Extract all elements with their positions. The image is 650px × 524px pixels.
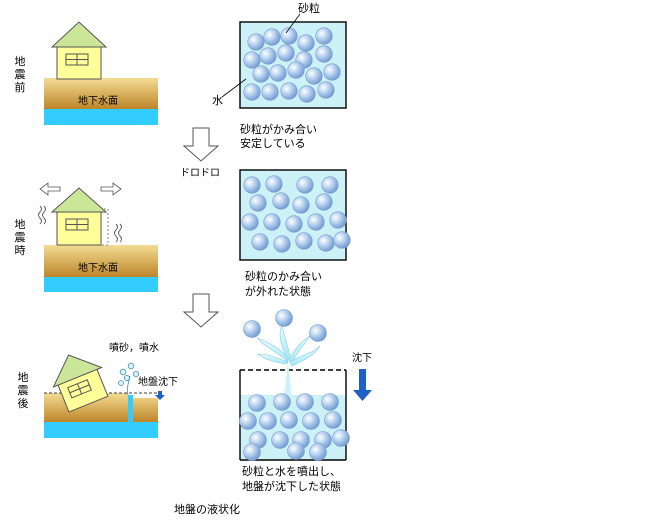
sand-grain (297, 394, 314, 411)
sand-grain (253, 66, 270, 83)
down-arrow-icon (184, 128, 218, 161)
sand-grain (264, 29, 281, 46)
sand-grain (297, 177, 314, 194)
description-after-line1: 砂粒と水を噴出し、 (242, 465, 341, 478)
sand-grain (264, 214, 281, 231)
sand-grain (244, 321, 261, 338)
sand-grain (306, 68, 323, 85)
sand-grain (330, 212, 347, 229)
sand-grain (316, 46, 333, 63)
sand-grain (250, 195, 267, 212)
stage-label-before: 地震前 (14, 55, 26, 94)
sand-grain (278, 45, 295, 62)
sand-grain (286, 216, 303, 233)
sand-grain (316, 28, 333, 45)
sand-grain (303, 413, 320, 430)
description-during-line1: 砂粒のかみ合い (245, 270, 322, 283)
sand-grain (318, 82, 335, 99)
eruption-label: 噴砂，噴水 (109, 342, 159, 355)
sand-grain (310, 444, 327, 461)
house-icon (52, 22, 106, 79)
sand-grain (281, 28, 298, 45)
stage-after (44, 310, 372, 461)
water-table-label: 地下水面 (78, 95, 118, 108)
stage-label-after: 地震後 (17, 371, 29, 410)
sand-grain (242, 214, 259, 231)
description-during-line2: が外れた状態 (245, 285, 311, 298)
grain-box-after (240, 362, 350, 461)
sand-grain (252, 234, 269, 251)
sand-grain (296, 233, 313, 250)
settlement-arrow-icon (353, 369, 372, 401)
sand-grain (244, 177, 261, 194)
ground-after (44, 393, 158, 438)
sand-grain (244, 84, 261, 101)
sand-grain (273, 193, 290, 210)
sand-grain (272, 432, 289, 449)
sand-grain (298, 35, 315, 52)
sand-grain (288, 443, 305, 460)
sand-grain (248, 34, 265, 51)
shaking-sound-label: ドロドロ (180, 167, 220, 180)
left-arrow-icon (40, 183, 60, 195)
settlement-label: 沈下 (352, 352, 372, 365)
description-before-line2: 安定している (240, 137, 306, 150)
sand-grain (293, 197, 310, 214)
sand-grain (240, 413, 257, 430)
figure-caption: 地盤の液状化 (174, 503, 240, 516)
sand-grain (288, 62, 305, 79)
shaking-house-icon (52, 188, 108, 245)
sand-grain (276, 310, 293, 327)
sand-grain (249, 395, 266, 412)
water-table-label: 地下水面 (78, 262, 118, 275)
grain-box-during (240, 170, 350, 260)
down-arrow-icon (184, 294, 218, 327)
sand-grain (274, 394, 291, 411)
sand-grain (299, 86, 316, 103)
sand-grain (274, 236, 291, 253)
sand-grain (281, 83, 298, 100)
water-label: 水 (212, 94, 223, 107)
description-after-line2: 地盤が沈下した状態 (242, 480, 341, 493)
description-before-line1: 砂粒がかみ合い (240, 123, 317, 136)
sand-grain (270, 65, 287, 82)
sand-grain (324, 64, 341, 81)
sand-grain (281, 412, 298, 429)
sand-grain (262, 84, 279, 101)
stage-during (39, 170, 351, 327)
sand-grain (244, 52, 261, 69)
sand-grain (316, 194, 333, 211)
sand-grain (322, 394, 339, 411)
sand-grain (260, 48, 277, 65)
sand-grain (325, 412, 342, 429)
sand-grain (266, 176, 283, 193)
subsidence-label: 地盤沈下 (138, 376, 178, 389)
sand-grain (322, 177, 339, 194)
grain-box-before (240, 22, 346, 108)
sand-grain (334, 232, 351, 249)
right-arrow-icon (101, 183, 121, 195)
sand-grain (308, 214, 325, 231)
sand-grain-label: 砂粒 (298, 2, 320, 15)
sand-grain (260, 413, 277, 430)
sand-grain (318, 235, 335, 252)
stage-label-during: 地震時 (14, 218, 26, 257)
sand-grain (244, 444, 261, 461)
sand-boil-icon (119, 363, 139, 395)
sand-grain (310, 325, 327, 342)
sand-grain (333, 430, 350, 447)
